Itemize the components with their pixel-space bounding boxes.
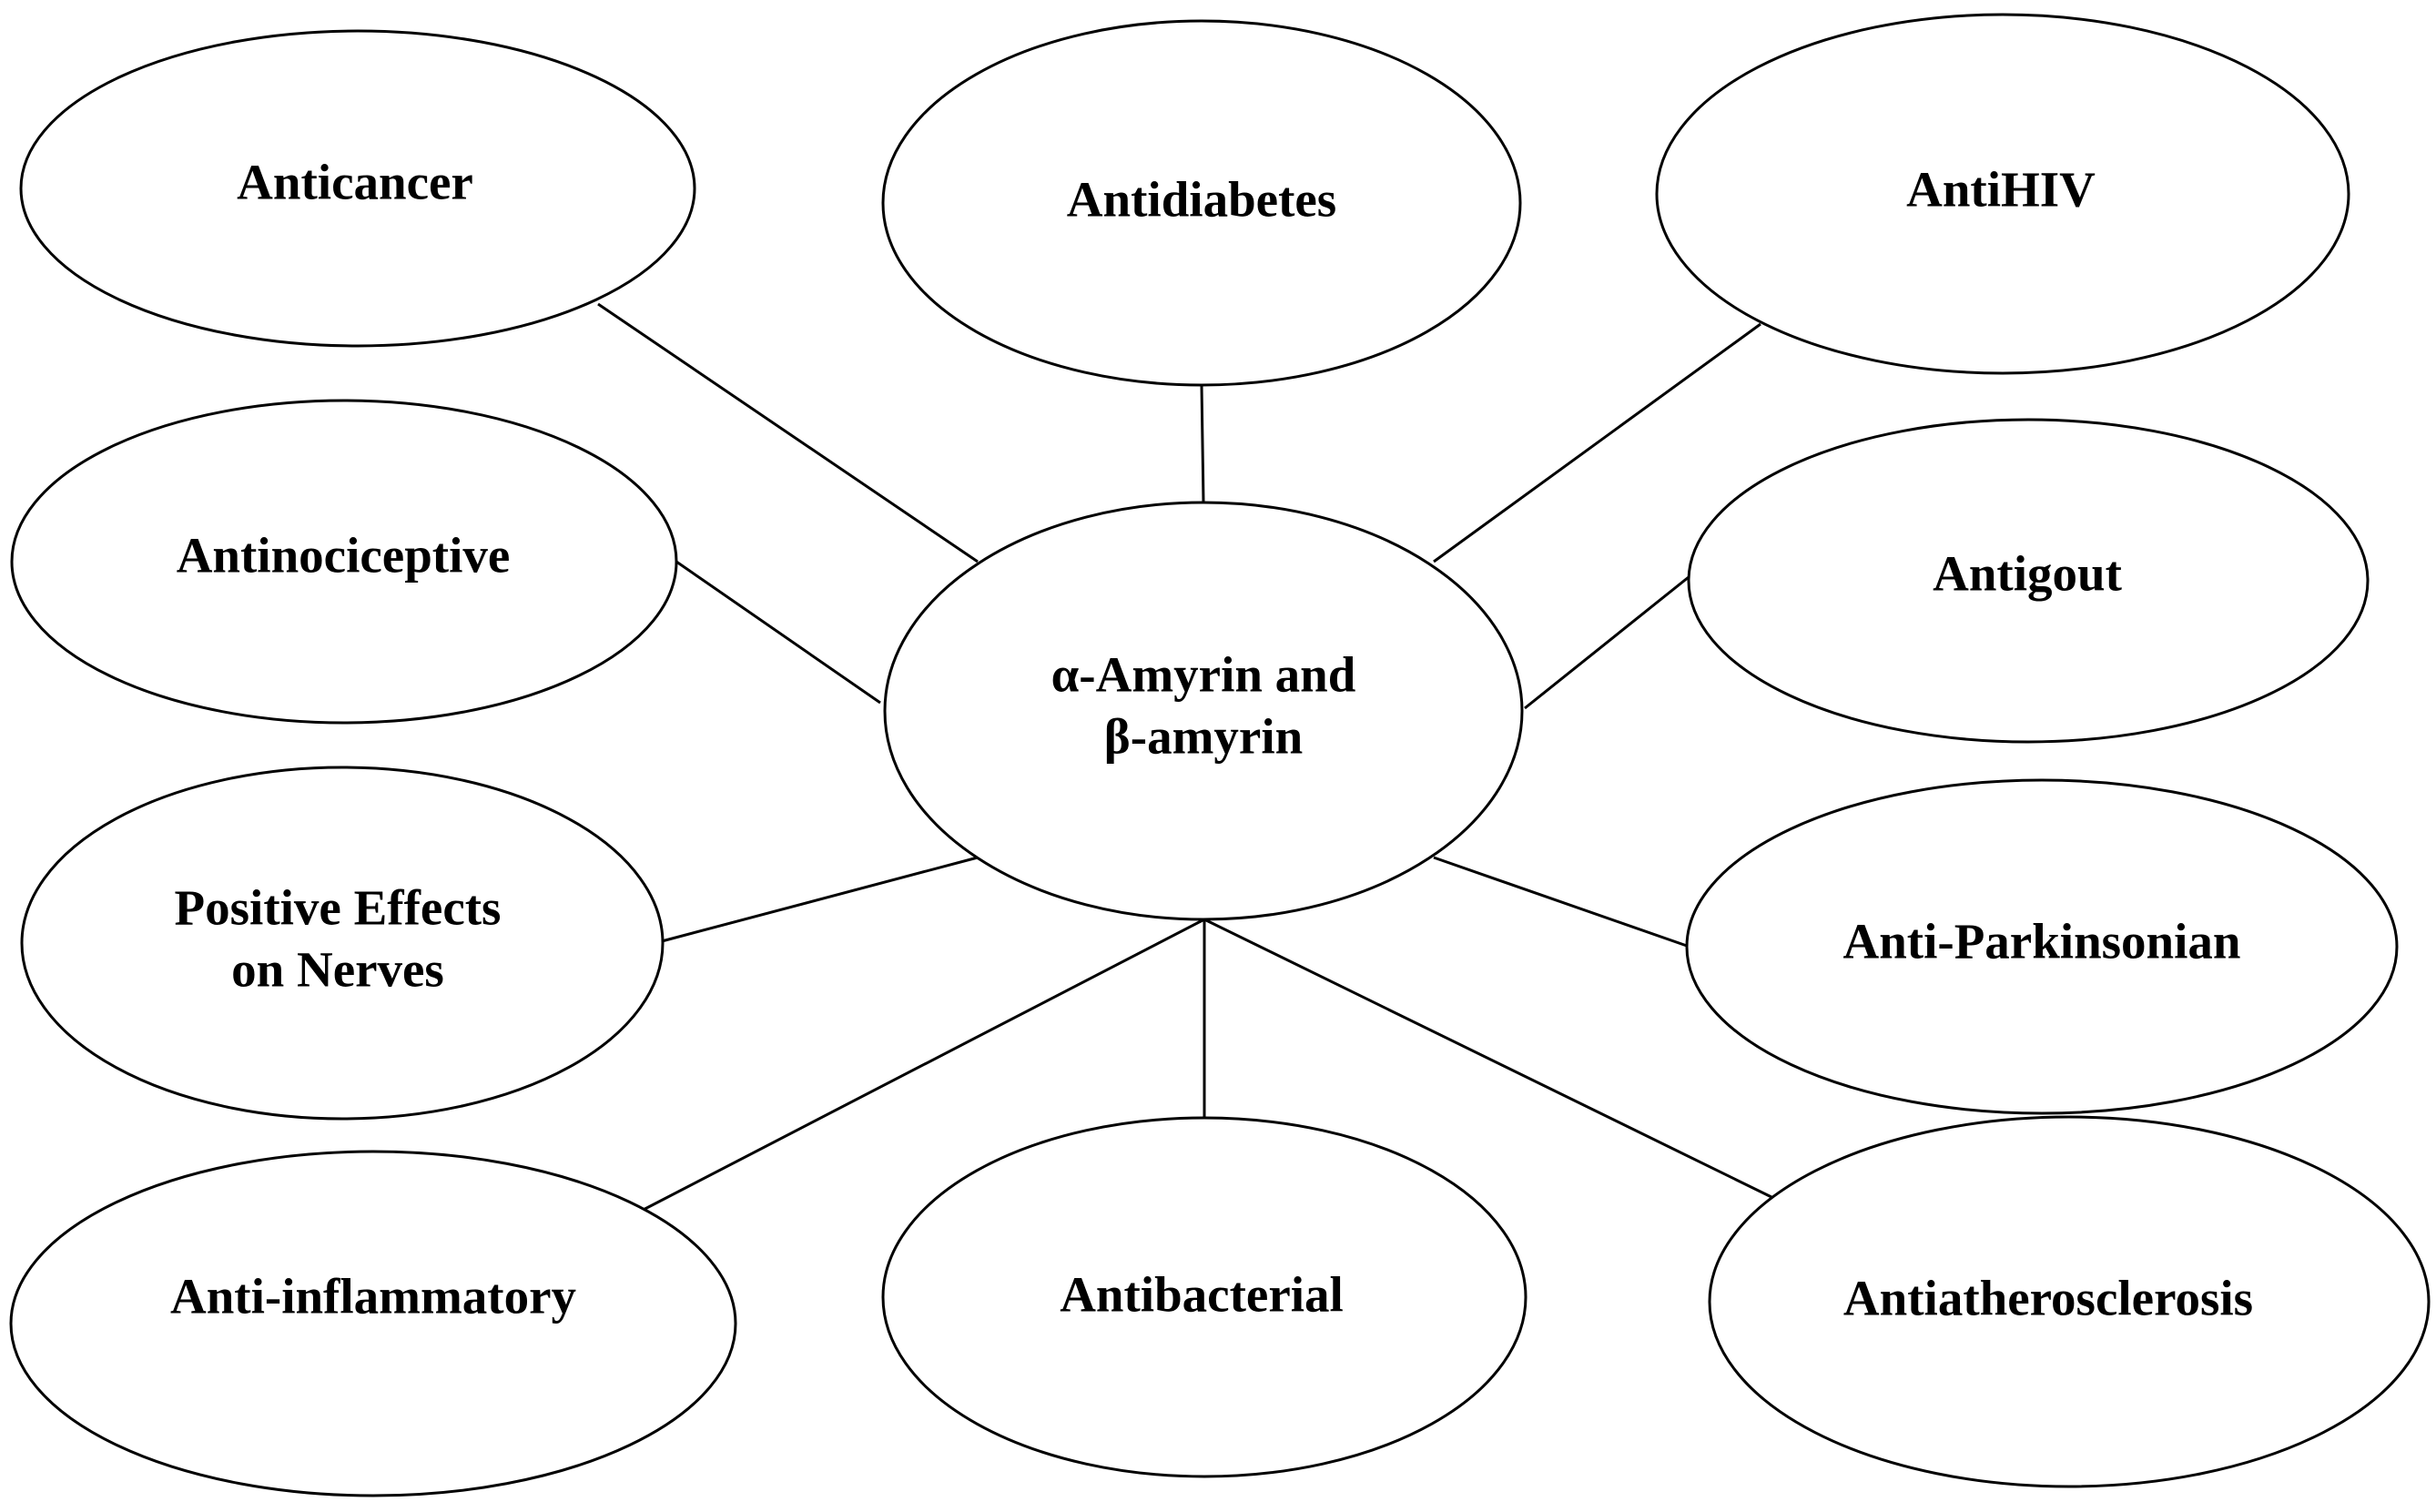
label-antiinflammatory: Anti-inflammatory [170,1269,576,1324]
label-antidiabetes: Antidiabetes [1067,172,1336,228]
connector-antiatherosclerosis [1203,918,1813,1219]
connector-antiparkinsonian [1433,856,1688,948]
label-antiparkinsonian: Anti-Parkinsonian [1842,914,2240,969]
connector-lines [597,302,1813,1219]
connector-antihiv [1433,322,1761,563]
node-antibacterial [881,1116,1528,1478]
node-antinociceptive [10,399,678,725]
label-antinociceptive: Antinociceptive [177,528,511,583]
node-antihiv [1655,13,2350,375]
label-antigout: Antigout [1933,546,2122,602]
label-antihiv: AntiHIV [1906,162,2096,218]
connector-anticancer [597,302,979,563]
node-antiparkinsonian [1685,778,2399,1115]
node-ellipses [9,13,2431,1497]
node-antiatherosclerosis [1708,1115,2431,1488]
connector-antiinflammatory [632,918,1205,1217]
label-antiatherosclerosis: Antiatherosclerosis [1843,1271,2253,1326]
node-antidiabetes [881,19,1522,387]
node-center-amyrin [883,501,1524,921]
connector-nerves [661,856,979,943]
label-anticancer: Anticancer [237,155,473,210]
label-antibacterial: Antibacterial [1060,1267,1344,1323]
connector-antigout [1524,575,1690,710]
node-antiinflammatory [9,1150,737,1497]
label-center-line1: α-Amyrin and [1051,647,1356,703]
node-antigout [1687,418,2370,744]
connector-antidiabetes [1200,384,1205,503]
connector-antinociceptive [675,560,881,705]
label-nerves-line1: Positive Effects [175,880,502,936]
node-labels: Anticancer Antidiabetes AntiHIV Antinoci… [170,155,2253,1326]
label-nerves-line2: on Nerves [231,942,444,998]
node-nerves [20,766,665,1121]
node-anticancer [19,29,696,348]
label-center-line2: β-amyrin [1104,709,1303,765]
